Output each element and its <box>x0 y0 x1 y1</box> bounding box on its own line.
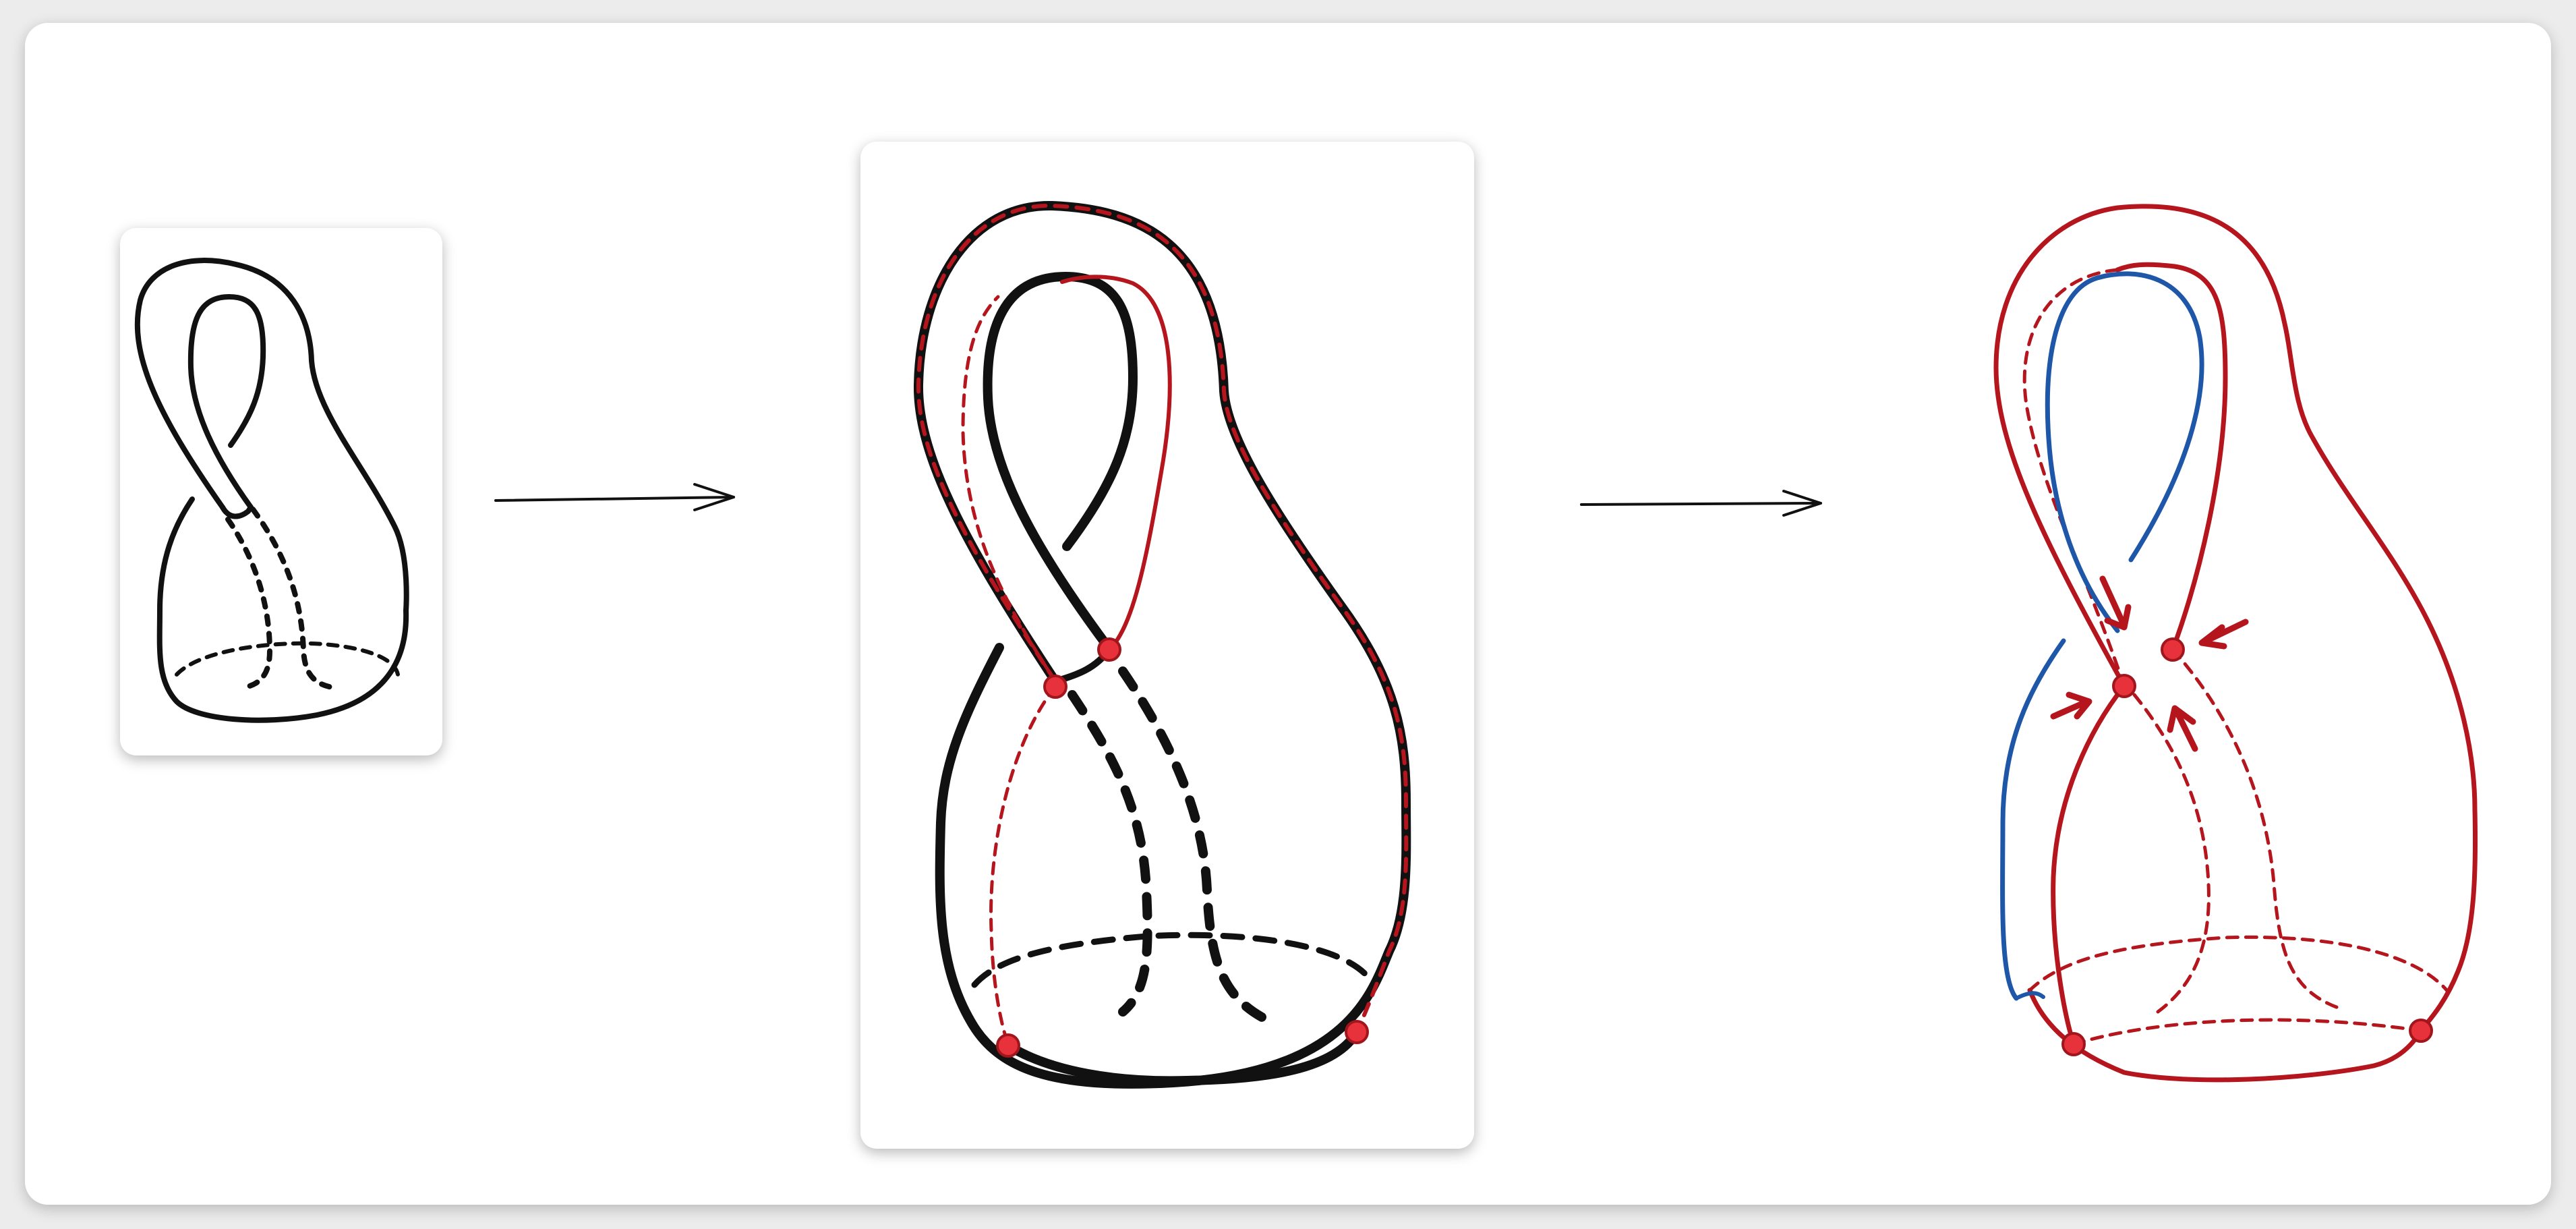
inner-red-solid <box>1060 275 1172 652</box>
panel-card-plain <box>120 228 442 755</box>
marked-point <box>2161 637 2185 662</box>
klein-bottle-plain <box>134 258 409 723</box>
marked-point <box>2061 1032 2086 1056</box>
red-strand-left <box>2051 683 2127 1047</box>
inner-tube-dashed-2 <box>1118 666 1269 1023</box>
inner-blue-loop <box>2045 271 2204 633</box>
base-ellipse-front-dashed <box>2072 1018 2423 1046</box>
marked-point <box>1345 1020 1369 1044</box>
arrow-2 <box>1580 490 1822 517</box>
klein-bottle-red-blue-curves <box>1993 204 2478 1083</box>
inner-tube-dashed <box>1067 690 1152 1017</box>
inner-loop <box>983 272 1138 649</box>
marked-point <box>2112 674 2136 698</box>
base-front <box>2027 988 2424 1083</box>
marked-point <box>2409 1019 2433 1043</box>
base-ellipse-back <box>971 932 1372 988</box>
marked-point <box>1043 675 1067 699</box>
base-ellipse-back <box>175 641 400 677</box>
arrow-1 <box>494 483 735 511</box>
tube-crossing <box>220 505 254 519</box>
outer-red-outline <box>1993 204 2478 1033</box>
inner-loop <box>187 294 266 510</box>
marked-point <box>996 1033 1020 1058</box>
marked-point <box>1097 637 1121 662</box>
inner-red-dashed <box>961 295 1061 689</box>
red-dashed-tube-2 <box>2171 648 2342 1010</box>
klein-bottle-with-red-curves <box>913 200 1411 1089</box>
red-dashed-left <box>989 685 1057 1046</box>
outer-red-dashed <box>916 203 1409 1034</box>
outer-outline <box>134 258 409 723</box>
blue-lower-left <box>2000 638 2066 1001</box>
flow-arrows <box>2050 575 2249 752</box>
base-ellipse-back <box>2028 935 2450 994</box>
inner-tube-dashed <box>225 517 272 691</box>
inner-tube-dashed-2 <box>250 507 339 691</box>
blue-connector <box>2014 991 2045 1000</box>
red-dashed-tube-1 <box>2132 693 2211 1014</box>
base-front <box>1003 1027 1362 1086</box>
inner-red-right <box>2115 262 2228 652</box>
